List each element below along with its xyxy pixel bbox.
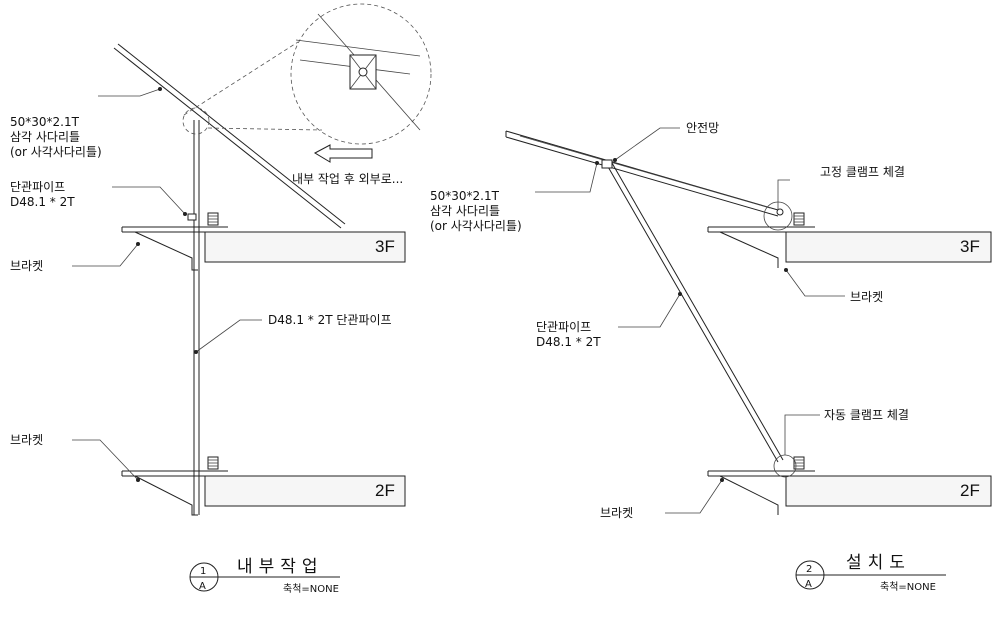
left-floor-2f: 2F bbox=[375, 481, 395, 500]
right-safety-net: 안전망 bbox=[686, 121, 719, 135]
left-view: 3F 2F bbox=[10, 3, 432, 516]
title-block-2: 2 A 설치도 축척=NONE bbox=[795, 553, 946, 593]
title-2-sheet: A bbox=[805, 579, 812, 590]
title-2-scale: 축척=NONE bbox=[880, 581, 936, 593]
left-pipe-label-2: D48.1 * 2T bbox=[10, 195, 75, 209]
title-2-text: 설치도 bbox=[846, 553, 911, 573]
left-ladder-spec-2: 삼각 사다리틀 bbox=[10, 130, 80, 144]
left-direction-arrow-icon bbox=[313, 144, 373, 163]
right-slab-3f: 3F bbox=[707, 212, 992, 268]
left-direction-note: 내부 작업 후 외부로... bbox=[292, 172, 403, 186]
right-ladder-spec-2: 삼각 사다리틀 bbox=[430, 204, 500, 218]
title-1-scale: 축척=NONE bbox=[283, 583, 339, 595]
right-support-pipe bbox=[601, 159, 797, 478]
right-ladder-frame bbox=[505, 130, 793, 231]
right-ladder-spec-3: (or 사각사다리틀) bbox=[430, 219, 522, 233]
left-detail-bubble bbox=[182, 3, 432, 145]
left-ladder-spec-3: (or 사각사다리틀) bbox=[10, 145, 102, 159]
left-vertical-pipe bbox=[193, 120, 200, 515]
left-ladder-spec-1: 50*30*2.1T bbox=[10, 115, 80, 129]
right-bracket-upper: 브라켓 bbox=[850, 290, 883, 304]
right-auto-clamp: 자동 클램프 체결 bbox=[824, 408, 909, 422]
left-pipe-label-1: 단관파이프 bbox=[10, 180, 65, 194]
left-slab-2f: 2F bbox=[121, 456, 406, 516]
right-floor-2f: 2F bbox=[960, 481, 980, 500]
left-bracket-lower: 브라켓 bbox=[10, 433, 43, 447]
right-pipe-label-2: D48.1 * 2T bbox=[536, 335, 601, 349]
title-1-sheet: A bbox=[199, 581, 206, 592]
title-1-text: 내부작업 bbox=[237, 557, 324, 577]
title-1-number: 1 bbox=[200, 566, 206, 577]
right-floor-3f: 3F bbox=[960, 237, 980, 256]
title-2-number: 2 bbox=[806, 564, 812, 575]
left-floor-3f: 3F bbox=[375, 237, 395, 256]
title-block-1: 1 A 내부작업 축척=NONE bbox=[189, 557, 340, 595]
left-vertical-pipe-label: D48.1 * 2T 단관파이프 bbox=[268, 313, 392, 327]
right-view: 3F 2F bbox=[430, 121, 992, 520]
left-slab-3f: 3F bbox=[121, 212, 406, 271]
right-ladder-spec-1: 50*30*2.1T bbox=[430, 189, 500, 203]
left-ladder-frame bbox=[113, 43, 346, 229]
right-bracket-lower: 브라켓 bbox=[600, 506, 633, 520]
right-slab-2f: 2F bbox=[707, 456, 992, 515]
right-pipe-label-1: 단관파이프 bbox=[536, 320, 591, 334]
right-fixed-clamp: 고정 클램프 체결 bbox=[820, 165, 905, 179]
left-bracket-upper: 브라켓 bbox=[10, 259, 43, 273]
